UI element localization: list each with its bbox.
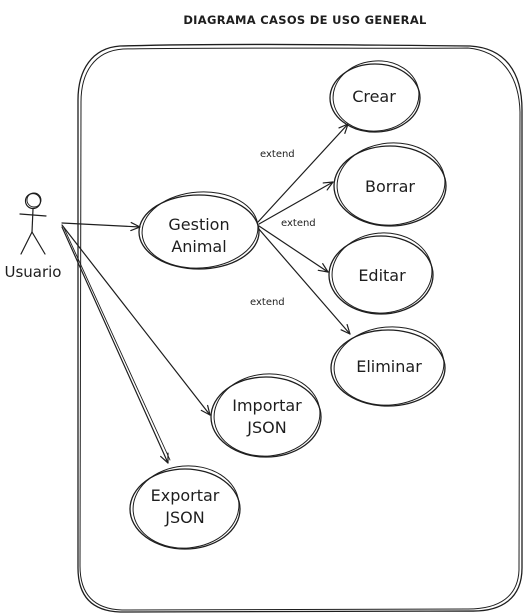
extend-arrows (257, 123, 351, 335)
use-case-editar: Editar (328, 232, 434, 315)
actor-label: Usuario (4, 263, 61, 281)
use-case-label-line1: Gestion (168, 215, 229, 234)
extend-label-crear: extend (260, 149, 295, 160)
actor-associations (61, 221, 211, 464)
system-boundary (77, 43, 523, 613)
actor-usuario: Usuario (4, 192, 62, 281)
actor-figure (19, 192, 47, 255)
use-case-label-line2: JSON (164, 508, 204, 527)
use-case-label: Editar (358, 266, 406, 285)
use-case-label-line1: Importar (232, 396, 302, 415)
use-case-label-line1: Exportar (151, 486, 220, 505)
use-case-label-line2: Animal (171, 237, 226, 256)
use-case-importar-json: Importar JSON (210, 373, 322, 458)
extend-label-borrar: extend (281, 218, 316, 229)
use-case-gestion-animal: Gestion Animal (138, 191, 260, 270)
use-case-label: Crear (352, 87, 396, 106)
diagram-title: DIAGRAMA CASOS DE USO GENERAL (183, 13, 427, 27)
use-case-exportar-json: Exportar JSON (129, 465, 241, 550)
extend-label-editar: extend (250, 297, 285, 308)
use-case-label: Eliminar (356, 357, 422, 376)
use-case-label-line2: JSON (246, 418, 286, 437)
use-case-eliminar: Eliminar (330, 326, 446, 407)
use-case-crear: Crear (329, 60, 421, 133)
use-case-borrar: Borrar (333, 142, 447, 227)
use-case-label: Borrar (365, 177, 415, 196)
